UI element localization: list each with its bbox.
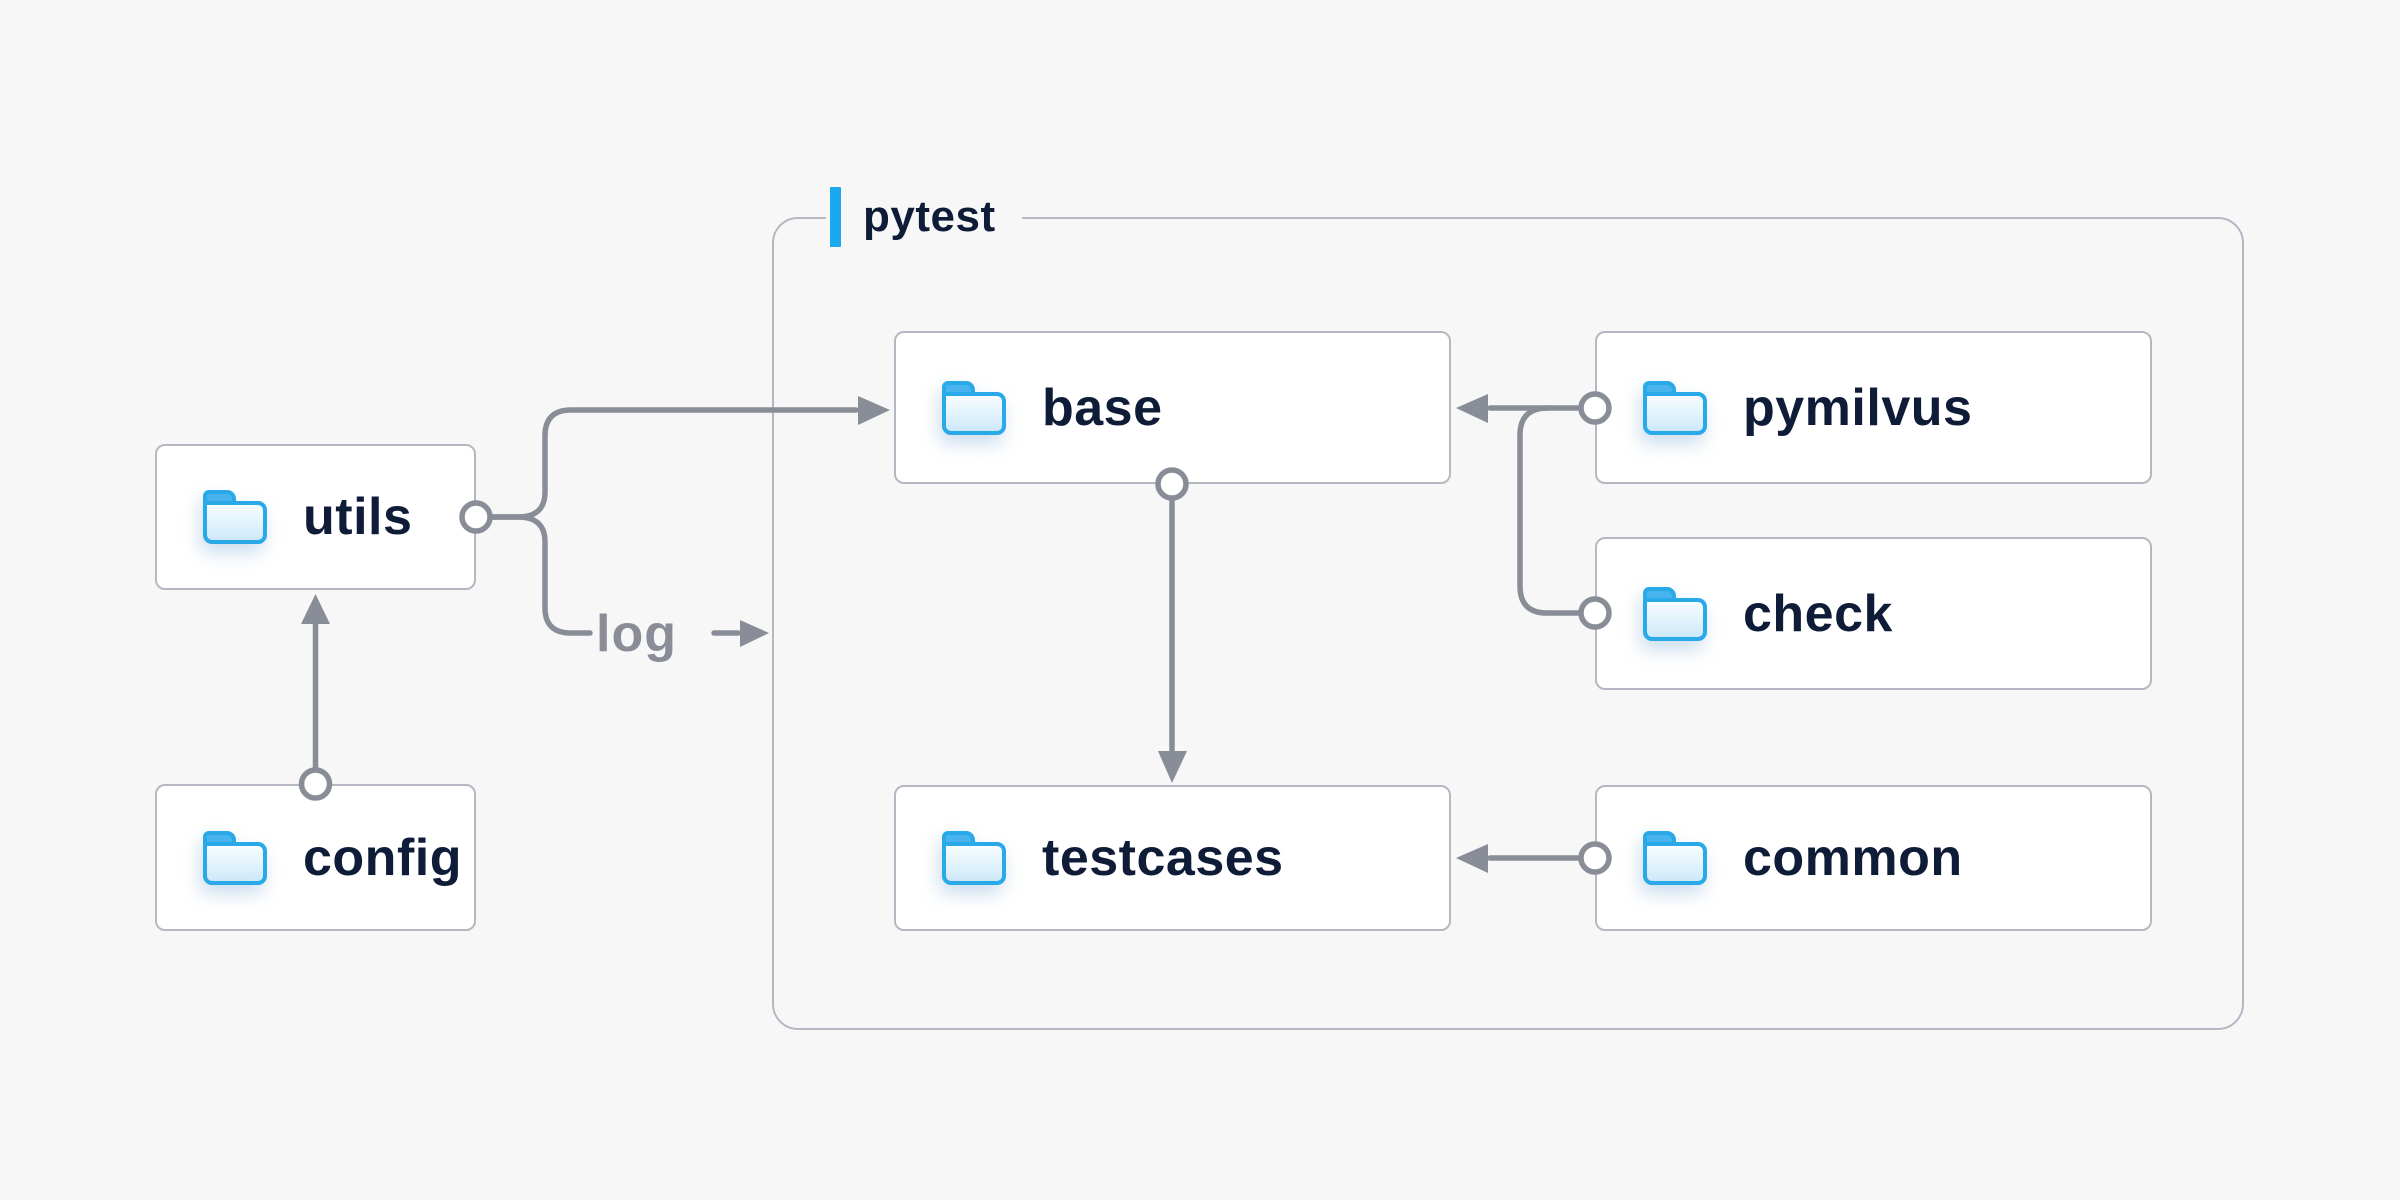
node-label-check: check: [1743, 584, 1893, 643]
node-check: check: [1595, 537, 2152, 690]
folder-icon: [942, 380, 1006, 435]
node-label-common: common: [1743, 829, 1963, 887]
log-edge-label: log: [596, 605, 677, 663]
node-utils: utils: [155, 444, 476, 590]
folder-icon: [1643, 831, 1707, 885]
pytest-container-label: pytest: [826, 185, 1022, 249]
node-label-config: config: [303, 828, 462, 887]
edge-config-utils-arrowhead: [301, 594, 330, 624]
pytest-container-title: pytest: [863, 192, 996, 241]
folder-icon: [942, 831, 1006, 885]
node-label-utils: utils: [303, 488, 413, 546]
folder-icon: [1643, 586, 1707, 641]
node-label-testcases: testcases: [1042, 829, 1284, 887]
folder-icon: [203, 830, 267, 885]
node-pymilvus: pymilvus: [1595, 331, 2152, 484]
node-base: base: [894, 331, 1451, 484]
edge-utils-log-line: [487, 514, 593, 636]
folder-icon: [1643, 380, 1707, 435]
accent-bar-icon: [830, 187, 841, 247]
node-config: config: [155, 784, 476, 931]
node-common: common: [1595, 785, 2152, 931]
node-testcases: testcases: [894, 785, 1451, 931]
edge-log-container-arrowhead: [740, 620, 769, 647]
node-label-pymilvus: pymilvus: [1743, 378, 1973, 437]
pytest-container: [772, 217, 2244, 1030]
folder-icon: [203, 490, 267, 544]
node-label-base: base: [1042, 378, 1163, 437]
